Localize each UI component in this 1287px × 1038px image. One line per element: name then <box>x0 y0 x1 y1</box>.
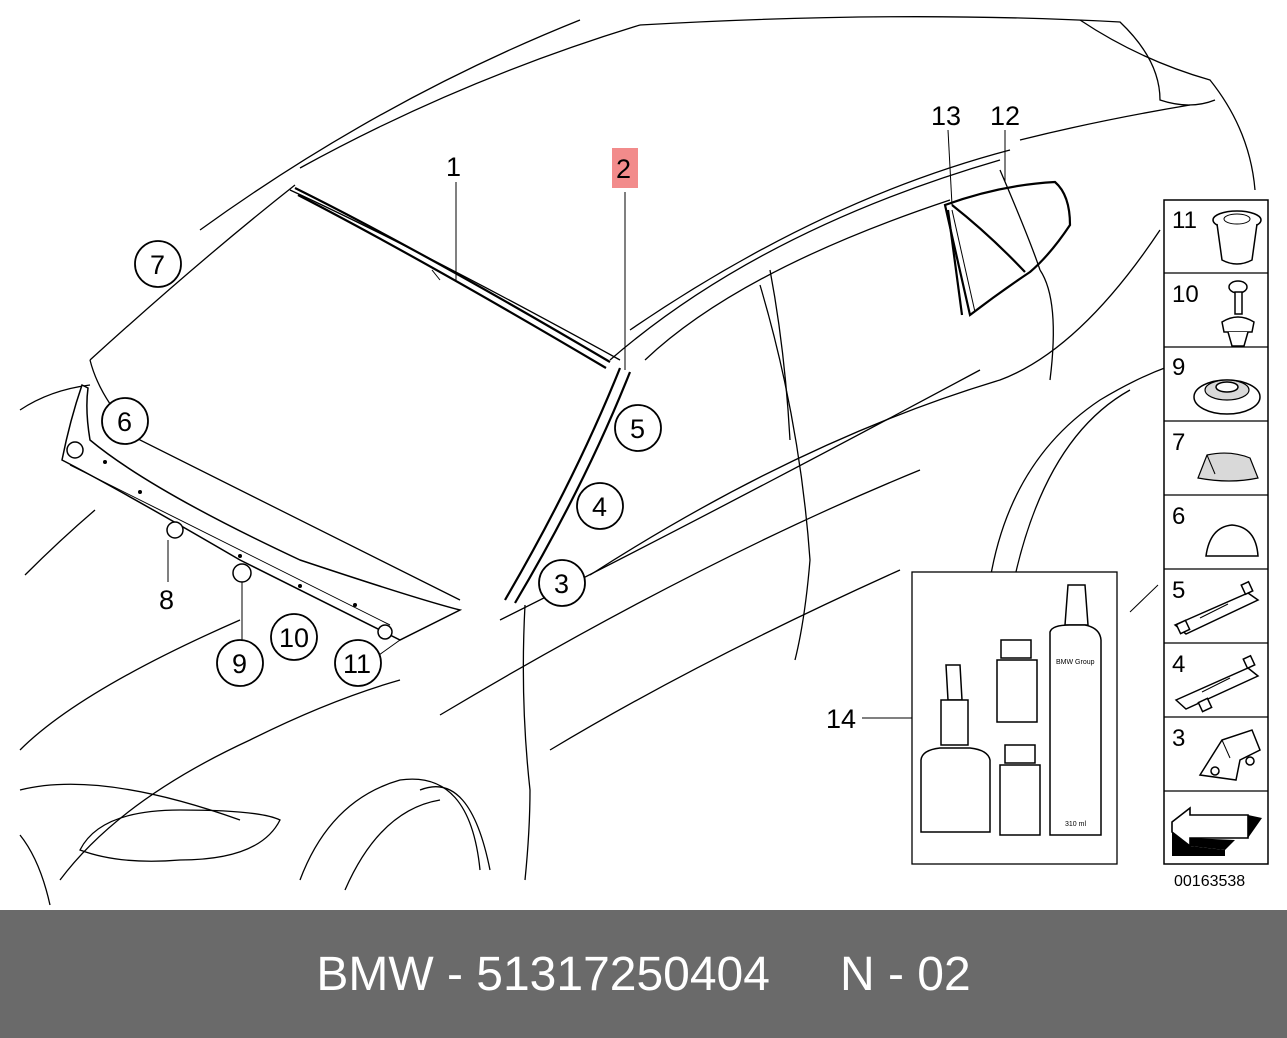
quarter-window-seal <box>943 180 1072 317</box>
leader-lines <box>167 129 1006 719</box>
legend-label-7: 7 <box>1172 429 1185 456</box>
tube-volume: 310 ml <box>1065 821 1086 828</box>
diagram-id: 00163538 <box>1174 873 1245 890</box>
parts-legend: 11 10 9 7 6 5 4 3 <box>1163 199 1269 865</box>
callout-5: 5 <box>630 414 645 444</box>
direction-arrow-icon <box>1171 806 1262 856</box>
legend-label-6: 6 <box>1172 503 1185 530</box>
circled-callouts: 7 6 5 4 3 10 9 11 <box>101 240 662 687</box>
callout-3: 3 <box>554 569 569 599</box>
legend-label-11: 11 <box>1172 207 1197 234</box>
callout-13: 13 <box>931 101 961 131</box>
screw-clip-icon <box>1221 280 1255 347</box>
callout-14: 14 <box>826 704 856 734</box>
grommet-icon <box>1212 210 1262 265</box>
adhesive-kit-box: BMW Group 310 ml <box>911 571 1118 865</box>
callout-6: 6 <box>117 407 132 437</box>
dome-cap-icon <box>1205 524 1259 557</box>
callout-7: 7 <box>150 250 165 280</box>
part-footer: BMW - 51317250404 N - 02 <box>0 910 1287 1038</box>
legend-label-10: 10 <box>1172 281 1199 308</box>
round-grommet-icon <box>1193 379 1261 415</box>
callout-4: 4 <box>592 492 607 522</box>
callout-2: 2 <box>616 154 631 184</box>
legend-label-5: 5 <box>1172 577 1185 604</box>
legend-label-4: 4 <box>1172 651 1185 678</box>
callout-12: 12 <box>990 101 1020 131</box>
car-body-outline <box>19 16 1256 906</box>
foam-pad-icon <box>1197 452 1259 482</box>
clip-strip-5-icon <box>1173 580 1260 635</box>
callout-9: 9 <box>232 649 247 679</box>
part-number: BMW - 51317250404 <box>316 947 770 1001</box>
windshield-seal <box>294 187 611 369</box>
callout-11: 11 <box>343 649 371 679</box>
legend-label-3: 3 <box>1172 725 1185 752</box>
clip-strip-4-icon <box>1174 654 1260 713</box>
callout-8: 8 <box>159 585 174 615</box>
page-indicator: N - 02 <box>839 947 971 1001</box>
a-pillar-trim <box>504 367 632 604</box>
callout-1: 1 <box>446 152 461 182</box>
callout-2-highlight <box>612 148 638 188</box>
legend-label-9: 9 <box>1172 354 1185 381</box>
cowl-panel <box>61 383 463 641</box>
bracket-clip-icon <box>1198 729 1261 781</box>
callout-10: 10 <box>279 623 309 653</box>
parts-diagram: 1 2 13 12 8 14 7 6 5 4 3 10 9 11 <box>19 16 1269 906</box>
tube-brand: BMW Group <box>1056 659 1095 666</box>
